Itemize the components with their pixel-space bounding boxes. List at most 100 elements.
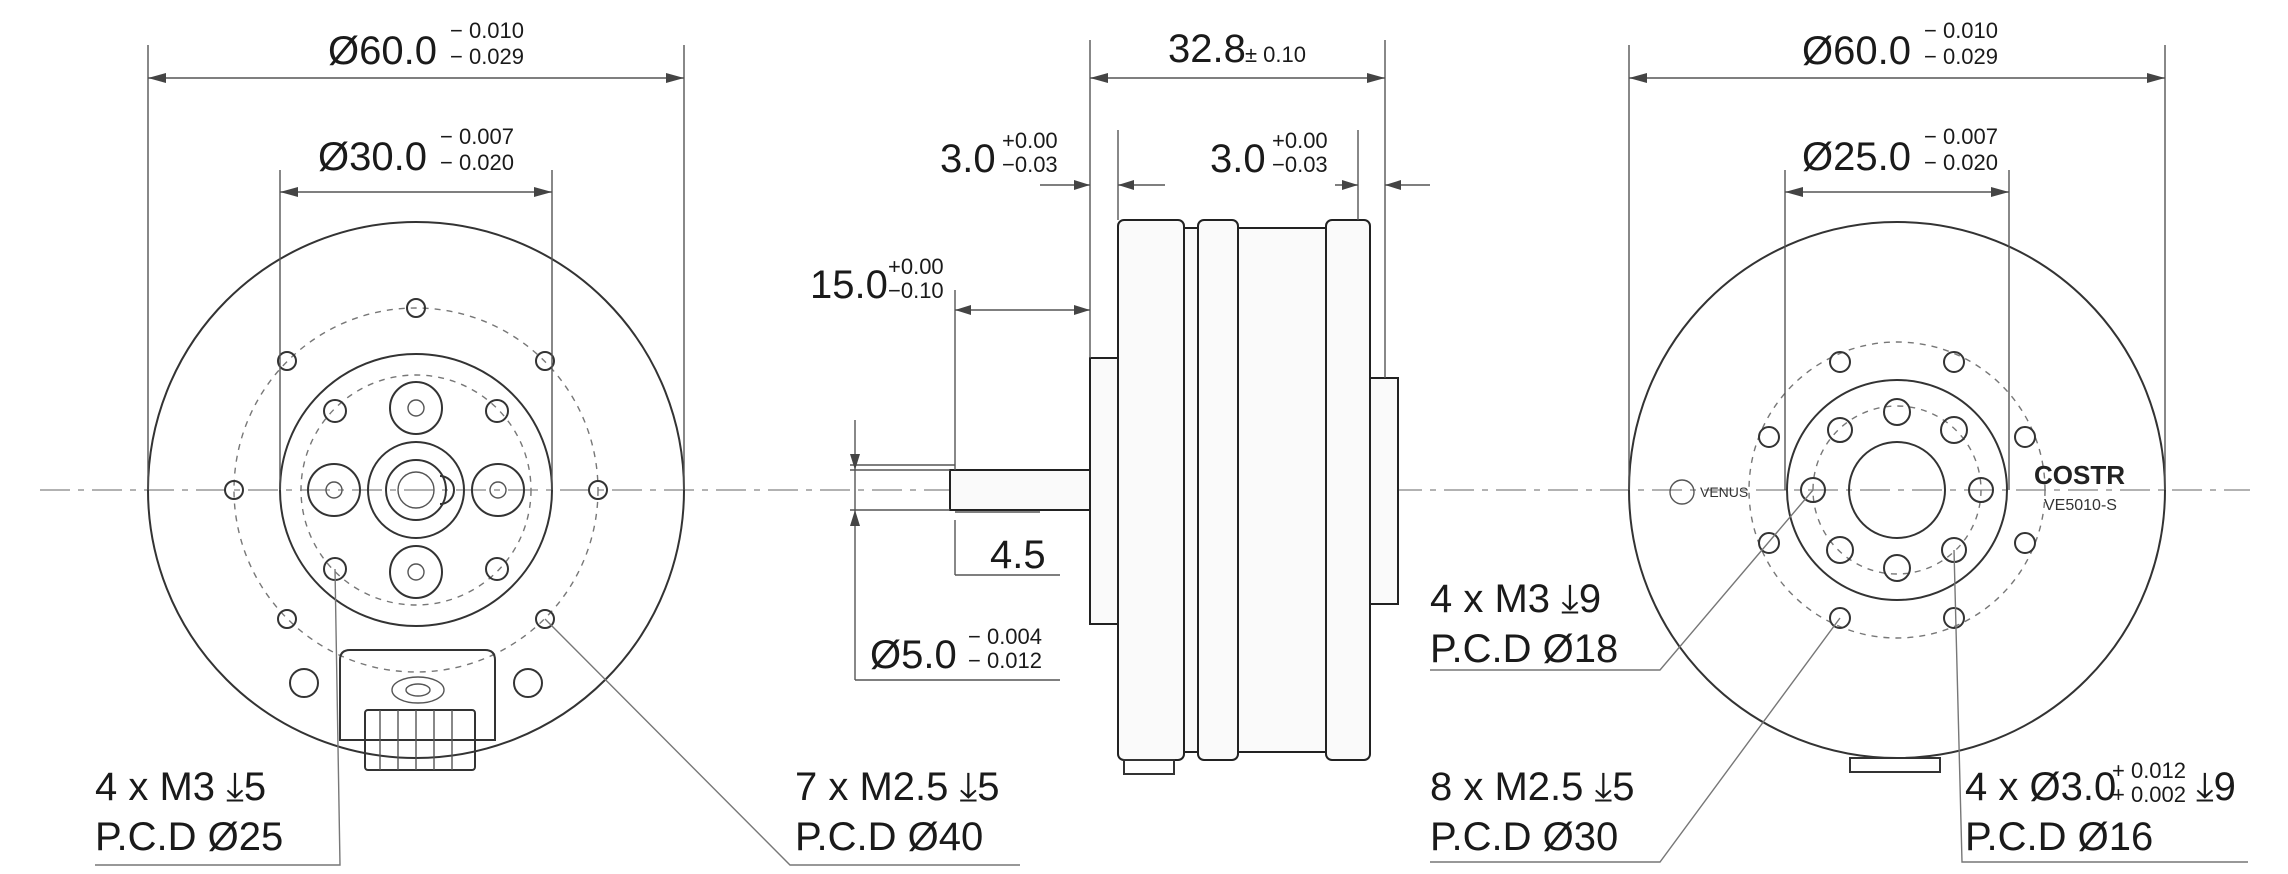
back-pin-note-line1a: 4 x Ø3.0 [1965,765,2116,809]
side-step-right-value: 3.0 [1210,137,1266,181]
hole [1829,351,1851,373]
back-dia25-tol-upper: − 0.007 [1924,124,1998,149]
shaft-core [397,471,435,509]
pcd18-circle [1812,405,1982,575]
front-dia60-tol-lower: − 0.029 [450,44,524,69]
hole [1829,607,1851,629]
arrow [148,73,166,83]
side-step-left-tol-lower: −0.03 [1002,152,1058,177]
counterbore [307,463,361,517]
shaft [949,469,1091,511]
front-dia30-tol-lower: − 0.020 [440,150,514,175]
back-m3-note-line1: 4 x M3 ⤓9 [1430,577,1601,621]
back-m25-holes [1758,351,2036,629]
bore-circle [1848,441,1946,539]
hole [277,351,297,371]
brand-venus: VENUS [1700,484,1748,500]
side-length-tol: ± 0.10 [1245,42,1306,67]
shaft-key [439,475,455,505]
arrow [1385,180,1401,190]
venus-logo-icon [1669,479,1695,505]
leader-m25 [544,618,1020,866]
connector-tab [339,649,496,741]
back-pin-note-line2: P.C.D Ø16 [1965,815,2153,859]
side-shaft-dia-tol-upper: − 0.004 [968,624,1042,649]
hole [323,399,347,423]
arrow [1342,180,1358,190]
side-shaft-dia-value: Ø5.0 [870,633,957,677]
body-stator [1237,227,1327,753]
connector-block [364,709,476,771]
hole [1800,477,1826,503]
back-dia25-value: Ø25.0 [1802,135,1911,179]
hub-circle [1786,379,2008,601]
arrow [850,454,860,470]
counterbore-hole [489,481,507,499]
back-dia60-tol-upper: − 0.010 [1924,18,1998,43]
body-ring-front [1197,219,1239,761]
counterbore [389,381,443,435]
side-length-value: 32.8 [1168,27,1246,71]
back-pin-tol-lower: + 0.002 [2112,782,2186,807]
counterbore-hole [407,399,425,417]
arrow [1991,187,2009,197]
front-dia30-tol-upper: − 0.007 [440,124,514,149]
connector-side [1123,759,1175,775]
hole [1943,351,1965,373]
pcd25-circle [300,374,532,606]
body-front-cover [1117,219,1185,761]
hole [485,399,509,423]
back-view: VENUS COSTR VE5010-S Ø60.0 − 0.010 − 0.0… [1430,18,2248,863]
hub-circle [367,441,465,539]
hole [1883,398,1911,426]
side-step-right-tol-upper: +0.00 [1272,128,1328,153]
m25-holes [224,298,608,629]
connector-back [1849,757,1941,773]
hole [2014,532,2036,554]
logo-swirl-icon [391,676,445,704]
arrow [666,73,684,83]
arrow [850,510,860,526]
arrow [1074,180,1090,190]
side-step-left-tol-upper: +0.00 [1002,128,1058,153]
back-m25-note-line2: P.C.D Ø30 [1430,815,1618,859]
hole [485,557,509,581]
front-dia60-tol-upper: − 0.010 [450,18,524,43]
hole [535,351,555,371]
arrow [1367,73,1385,83]
hole [1968,477,1994,503]
hole [1940,416,1968,444]
front-m25-note-line1: 7 x M2.5 ⤓5 [795,765,999,809]
hole [588,480,608,500]
back-m3-note-line2: P.C.D Ø18 [1430,627,1618,671]
back-m25-note-line1: 8 x M2.5 ⤓5 [1430,765,1634,809]
tab-hole-left [289,668,319,698]
arrow [1090,73,1108,83]
back-dia60-value: Ø60.0 [1802,29,1911,73]
connector-pins [364,709,476,771]
hole [406,298,426,318]
pcd40-circle [233,307,599,673]
hole [2014,426,2036,448]
back-pin-tol-upper: + 0.012 [2112,758,2186,783]
counterbore-hole [325,481,343,499]
arrow [1629,73,1647,83]
body-gap [1183,227,1199,753]
side-shaft-dia-tol-lower: − 0.012 [968,648,1042,673]
hole [1826,536,1854,564]
side-flat-value: 4.5 [990,533,1046,577]
front-m3-note-line2: P.C.D Ø25 [95,815,283,859]
arrow [280,187,298,197]
hole [224,480,244,500]
leader-back-pin [1953,549,2248,863]
side-shaft-len-tol-lower: −0.10 [888,278,944,303]
arrow [2147,73,2165,83]
hole [277,609,297,629]
logo-swirl-icon-inner [405,683,431,697]
side-view: 32.8 ± 0.10 3.0 +0.00 −0.03 3.0 +0.00 −0… [810,27,1430,775]
hole [1883,554,1911,582]
m3-holes [323,399,509,581]
right-hub-step [1369,377,1399,605]
hole [1758,532,1780,554]
